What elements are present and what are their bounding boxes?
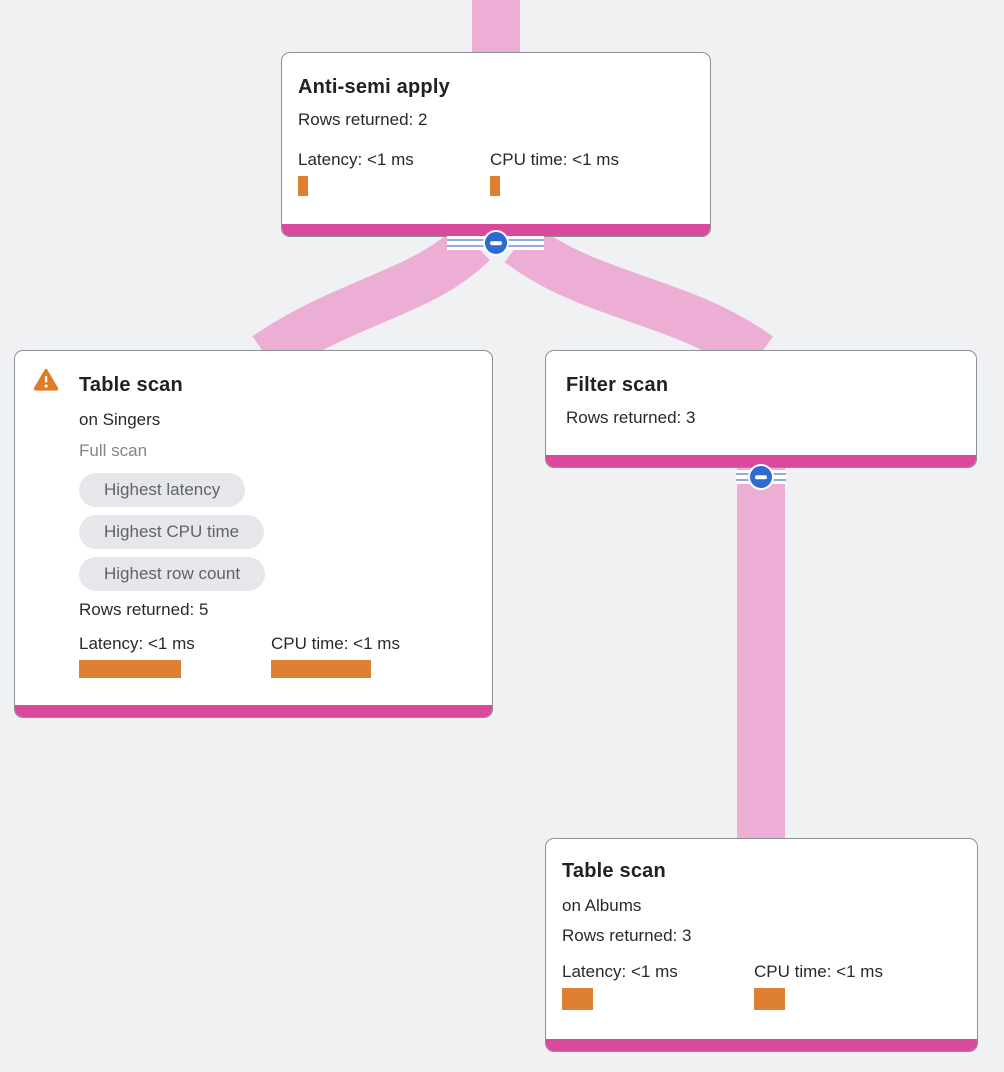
cpu-bar	[754, 988, 785, 1010]
scan-type: Full scan	[79, 441, 148, 460]
latency-bar	[79, 660, 181, 678]
node-anti-semi-apply[interactable]: Anti-semi apply Rows returned: 2 Latency…	[281, 52, 711, 237]
node-accent-bar	[546, 455, 976, 467]
latency-label: Latency: <1 ms	[79, 634, 195, 653]
latency-metric: Latency: <1 ms	[79, 633, 271, 678]
latency-bar	[298, 176, 308, 196]
node-title: Table scan	[562, 860, 666, 882]
warning-icon	[33, 368, 59, 392]
node-accent-bar	[546, 1039, 977, 1051]
cpu-metric: CPU time: <1 ms	[490, 149, 682, 196]
rows-returned: Rows returned: 3	[566, 408, 696, 427]
cpu-metric: CPU time: <1 ms	[271, 633, 463, 678]
badge-highest-cpu-time: Highest CPU time	[79, 515, 265, 549]
node-title: Filter scan	[566, 374, 669, 396]
rows-returned: Rows returned: 3	[562, 926, 692, 945]
cpu-label: CPU time: <1 ms	[754, 962, 883, 981]
badge-list: Highest latency Highest CPU time Highest…	[79, 473, 476, 591]
node-title: Anti-semi apply	[298, 76, 450, 98]
latency-bar	[562, 988, 593, 1010]
collapse-button-filter-scan[interactable]	[736, 464, 786, 490]
collapse-minus-icon[interactable]	[482, 230, 509, 256]
node-filter-scan[interactable]: Filter scan Rows returned: 3	[545, 350, 977, 468]
cpu-bar	[271, 660, 371, 678]
cpu-label: CPU time: <1 ms	[271, 634, 400, 653]
node-subtitle: on Albums	[562, 896, 642, 915]
badge-highest-row-count: Highest row count	[79, 557, 266, 591]
node-title: Table scan	[79, 374, 183, 396]
cpu-label: CPU time: <1 ms	[490, 150, 619, 169]
node-table-scan-albums[interactable]: Table scan on Albums Rows returned: 3 La…	[545, 838, 978, 1052]
latency-metric: Latency: <1 ms	[298, 149, 490, 196]
edge-anti-semi-to-table-scan-singers	[252, 225, 490, 376]
edge-anti-semi-to-filter-scan	[504, 223, 774, 376]
cpu-metric: CPU time: <1 ms	[754, 961, 946, 1010]
badge-highest-latency: Highest latency	[79, 473, 246, 507]
latency-label: Latency: <1 ms	[298, 150, 414, 169]
cpu-bar	[490, 176, 500, 196]
rows-returned: Rows returned: 2	[298, 110, 428, 129]
latency-metric: Latency: <1 ms	[562, 961, 754, 1010]
rows-returned: Rows returned: 5	[79, 600, 209, 619]
latency-label: Latency: <1 ms	[562, 962, 678, 981]
node-subtitle: on Singers	[79, 410, 161, 429]
collapse-button-anti-semi-apply[interactable]	[447, 230, 544, 256]
node-accent-bar	[15, 705, 492, 717]
collapse-minus-icon[interactable]	[748, 464, 774, 490]
node-table-scan-singers[interactable]: Table scan on Singers Full scan Highest …	[14, 350, 493, 718]
